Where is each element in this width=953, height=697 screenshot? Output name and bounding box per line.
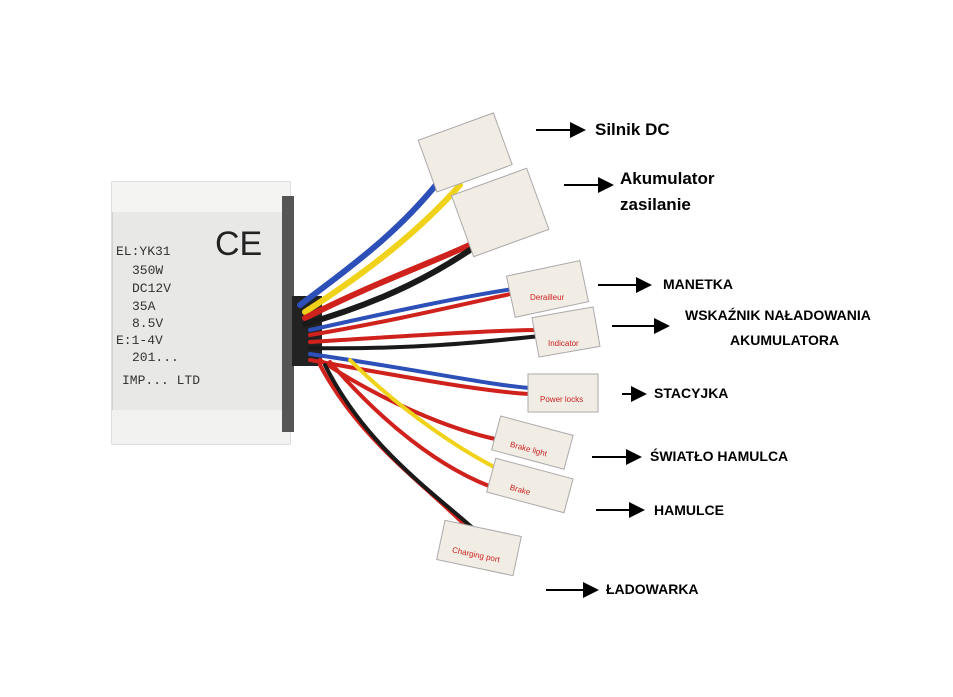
label-brakes: HAMULCE bbox=[654, 502, 724, 518]
spec-line: EL:YK31 bbox=[116, 244, 171, 259]
label-key-switch: STACYJKA bbox=[654, 385, 729, 401]
label-throttle: MANETKA bbox=[663, 276, 733, 292]
wires bbox=[297, 177, 542, 532]
connector-tag: Derailleur bbox=[530, 293, 565, 302]
spec-line: 350W bbox=[132, 263, 163, 278]
label-motor: Silnik DC bbox=[595, 120, 670, 139]
label-indicator-2: AKUMULATORA bbox=[730, 332, 840, 348]
connectors bbox=[417, 112, 601, 577]
spec-line: 35A bbox=[132, 299, 156, 314]
ce-mark: CE bbox=[215, 225, 262, 263]
spec-line: IMP... LTD bbox=[122, 373, 200, 388]
spec-line: DC12V bbox=[132, 281, 171, 296]
connector-tag: Power locks bbox=[540, 395, 583, 404]
arrows bbox=[536, 122, 670, 598]
label-indicator-1: WSKAŹNIK NAŁADOWANIA bbox=[685, 307, 871, 323]
label-brake-light: ŚWIATŁO HAMULCA bbox=[650, 448, 789, 464]
spec-line: E:1-4V bbox=[116, 333, 163, 348]
connector-tag: Indicator bbox=[548, 339, 579, 348]
label-charger: ŁADOWARKA bbox=[606, 581, 699, 597]
spec-line: 8.5V bbox=[132, 316, 163, 331]
label-battery-1: Akumulator bbox=[620, 169, 715, 188]
controller-box: CE EL:YK31 350W DC12V 35A 8.5V E:1-4V 20… bbox=[111, 181, 322, 445]
label-battery-2: zasilanie bbox=[620, 195, 691, 214]
spec-line: 201... bbox=[132, 350, 179, 365]
